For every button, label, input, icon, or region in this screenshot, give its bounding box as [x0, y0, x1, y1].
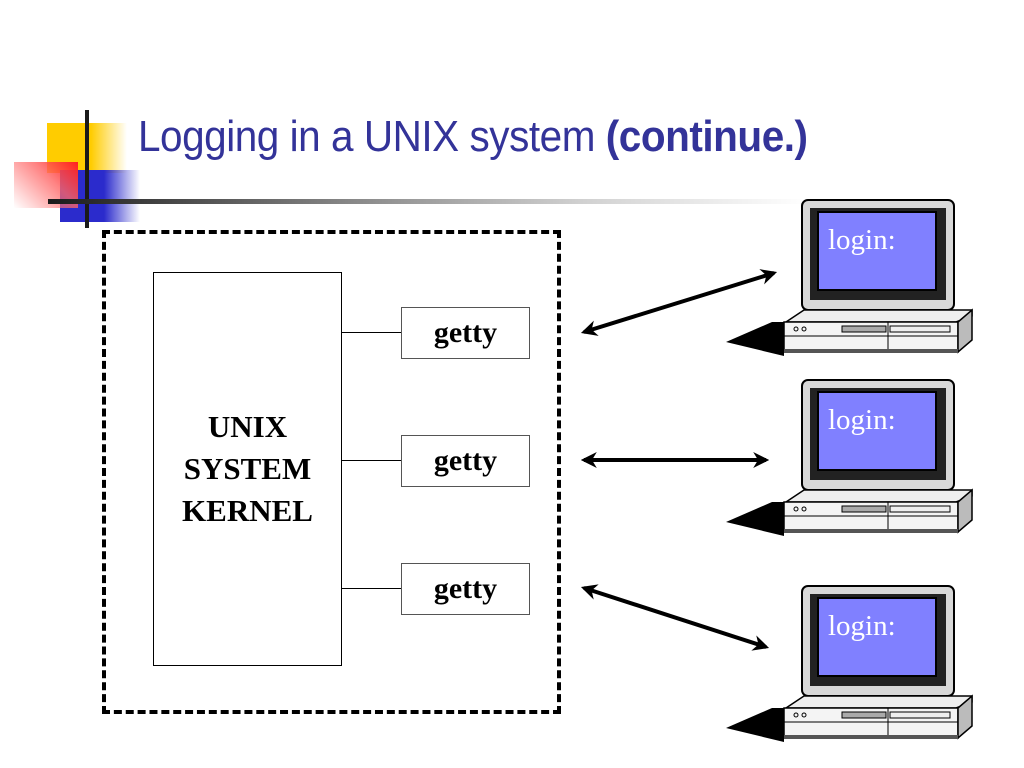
terminal-screen-text: login:: [828, 610, 896, 642]
system-boundary: [102, 230, 561, 714]
kernel-box: UNIX SYSTEM KERNEL: [153, 272, 342, 666]
kernel-label-line: UNIX: [207, 409, 288, 444]
kernel-label-line: KERNEL: [182, 493, 313, 528]
terminal-screen-text: login:: [828, 224, 896, 256]
kernel-label: UNIX SYSTEM KERNEL: [182, 406, 313, 532]
getty-label: getty: [433, 316, 498, 349]
terminal-3: login:: [724, 580, 979, 750]
getty-label: getty: [433, 444, 498, 477]
title-underline-divider: [48, 199, 808, 204]
getty-box-2: getty: [401, 435, 530, 487]
kernel-getty-connector-2: [341, 460, 401, 461]
computer-icon: [726, 379, 973, 536]
logo-vertical-line: [85, 110, 89, 228]
getty-label: getty: [433, 572, 498, 605]
title-regular: Logging in a UNIX system: [138, 112, 606, 161]
title-bold: (continue.): [605, 112, 808, 161]
kernel-getty-connector-1: [341, 332, 401, 333]
getty-box-3: getty: [401, 563, 530, 615]
terminal-1: login:: [724, 194, 979, 364]
terminal-screen-text: login:: [828, 404, 896, 436]
slide-title: Logging in a UNIX system (continue.): [138, 112, 808, 162]
computer-icon: [726, 199, 973, 356]
kernel-getty-connector-3: [341, 588, 401, 589]
terminal-2: login:: [724, 374, 979, 544]
getty-box-1: getty: [401, 307, 530, 359]
kernel-label-line: SYSTEM: [183, 451, 312, 486]
computer-icon: [726, 585, 973, 742]
